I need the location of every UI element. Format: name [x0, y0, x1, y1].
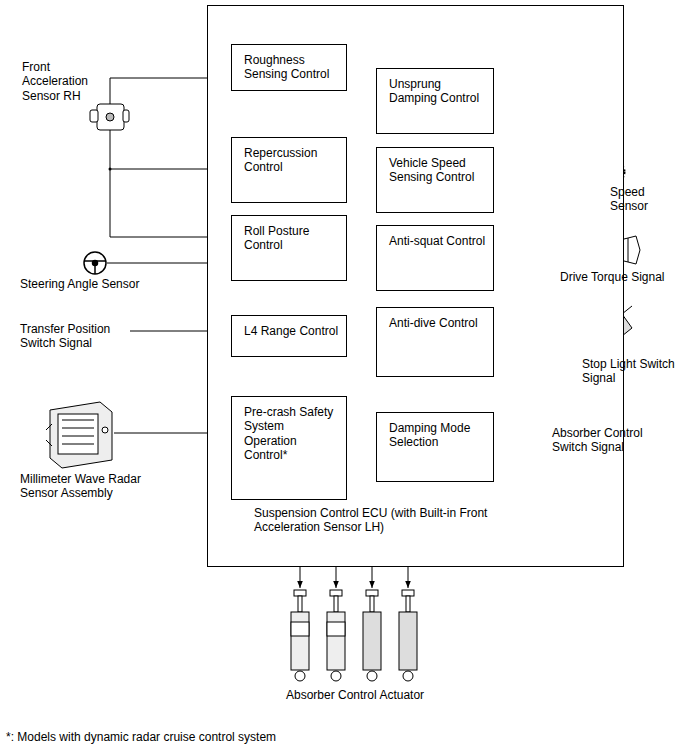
control-name: Damping Mode Selection	[377, 413, 493, 456]
control-name: Roughness Sensing Control	[232, 45, 346, 88]
control-box: Roughness Sensing Control	[231, 44, 347, 91]
control-box: Repercussion Control	[231, 137, 347, 203]
acceleration-sensor-icon	[90, 104, 129, 130]
sensor-label: Millimeter Wave Radar Sensor Assembly	[20, 472, 170, 501]
signal-wire	[372, 567, 373, 588]
sensor-label: Speed Sensor	[610, 185, 685, 214]
footnote: *: Models with dynamic radar cruise cont…	[6, 730, 406, 744]
signal-wire	[336, 567, 337, 588]
control-name: L4 Range Control	[232, 316, 346, 344]
absorber-actuator-icons	[291, 590, 417, 681]
control-box: Anti-squat Control	[376, 225, 494, 291]
control-name: Anti-squat Control	[377, 226, 493, 254]
sensor-label: Front Acceleration Sensor RH	[22, 60, 114, 103]
steering-wheel-icon	[84, 252, 106, 274]
control-name: Anti-dive Control	[377, 308, 493, 336]
control-name: Repercussion Control	[232, 138, 346, 181]
radar-sensor-icon	[46, 402, 112, 468]
control-box: Anti-dive Control	[376, 307, 494, 377]
signal-label: Absorber Control Switch Signal	[552, 426, 664, 455]
ecu-housing: Roughness Sensing ControlUnsprung Dampin…	[207, 5, 624, 567]
control-name: Roll Posture Control	[232, 216, 346, 259]
control-name: Vehicle Speed Sensing Control	[377, 148, 493, 191]
control-name: Unsprung Damping Control	[377, 69, 493, 112]
signal-label: Stop Light Switch Signal	[582, 357, 682, 386]
signal-label: Transfer Position Switch Signal	[20, 322, 132, 351]
ecu-title: Suspension Control ECU (with Built-in Fr…	[254, 506, 554, 535]
control-box: Damping Mode Selection	[376, 412, 494, 482]
control-box: Roll Posture Control	[231, 215, 347, 281]
control-box: Unsprung Damping Control	[376, 68, 494, 134]
wire-junction	[109, 168, 112, 171]
signal-wire	[300, 567, 301, 588]
control-box: Pre-crash Safety System Operation Contro…	[231, 396, 347, 500]
control-name: Pre-crash Safety System Operation Contro…	[232, 397, 346, 469]
control-box: L4 Range Control	[231, 315, 347, 357]
signal-wire	[408, 567, 409, 588]
control-box: Vehicle Speed Sensing Control	[376, 147, 494, 213]
actuator-label: Absorber Control Actuator	[286, 688, 466, 702]
signal-label: Drive Torque Signal	[560, 270, 685, 284]
sensor-label: Steering Angle Sensor	[20, 277, 200, 291]
